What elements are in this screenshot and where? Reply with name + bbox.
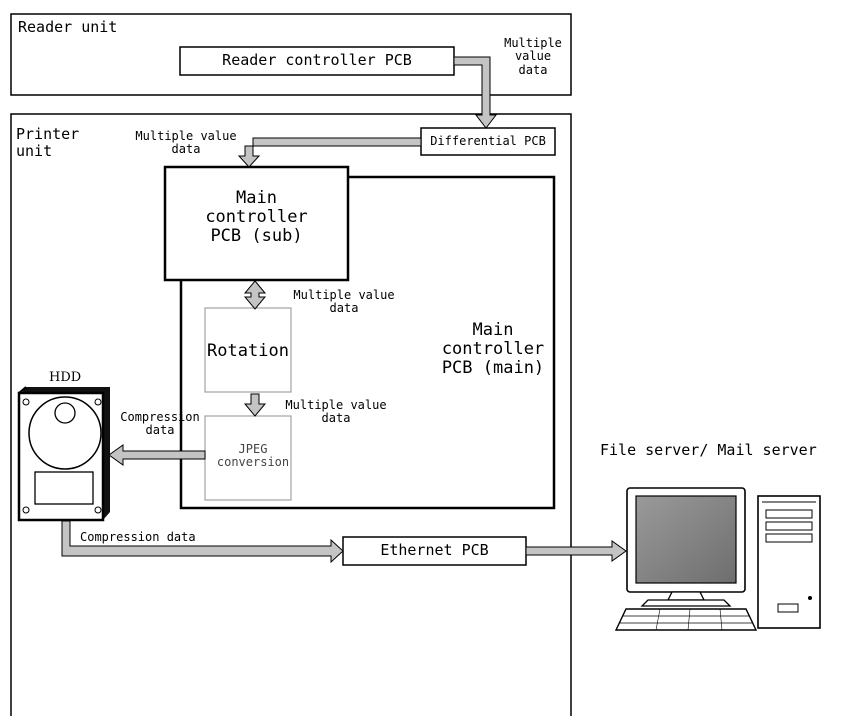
hdd-icon	[19, 387, 110, 520]
hdd-to-ethernet-note: Compression data	[80, 531, 196, 544]
jpeg-to-hdd-note: Compression data	[112, 411, 208, 438]
arrow-ethernet-to-server	[526, 541, 626, 561]
reader-unit-label: Reader unit	[18, 19, 117, 36]
main-controller-sub-label: Main controller PCB (sub)	[165, 189, 348, 246]
rotation-to-jpeg-note: Multiple value data	[280, 399, 392, 426]
main-controller-main-label: Main controller PCB (main)	[432, 321, 554, 378]
tower-pc-icon	[758, 496, 820, 628]
sub-to-rotation-note: Multiple value data	[288, 289, 400, 316]
differential-pcb-label: Differential PCB	[421, 135, 555, 148]
reader-output-note: Multiple value data	[498, 37, 568, 77]
arrow-differential-to-sub	[239, 138, 421, 167]
rotation-label: Rotation	[205, 342, 291, 361]
printer-unit-label: Printer unit	[16, 126, 79, 160]
monitor-icon	[616, 488, 756, 630]
hdd-label: HDD	[49, 371, 81, 386]
reader-controller-label: Reader controller PCB	[180, 52, 454, 69]
jpeg-conversion-label: JPEG conversion	[205, 443, 301, 470]
ethernet-pcb-label: Ethernet PCB	[343, 542, 526, 559]
server-label: File server/ Mail server	[600, 442, 817, 459]
diff-to-main-note: Multiple value data	[130, 130, 242, 157]
